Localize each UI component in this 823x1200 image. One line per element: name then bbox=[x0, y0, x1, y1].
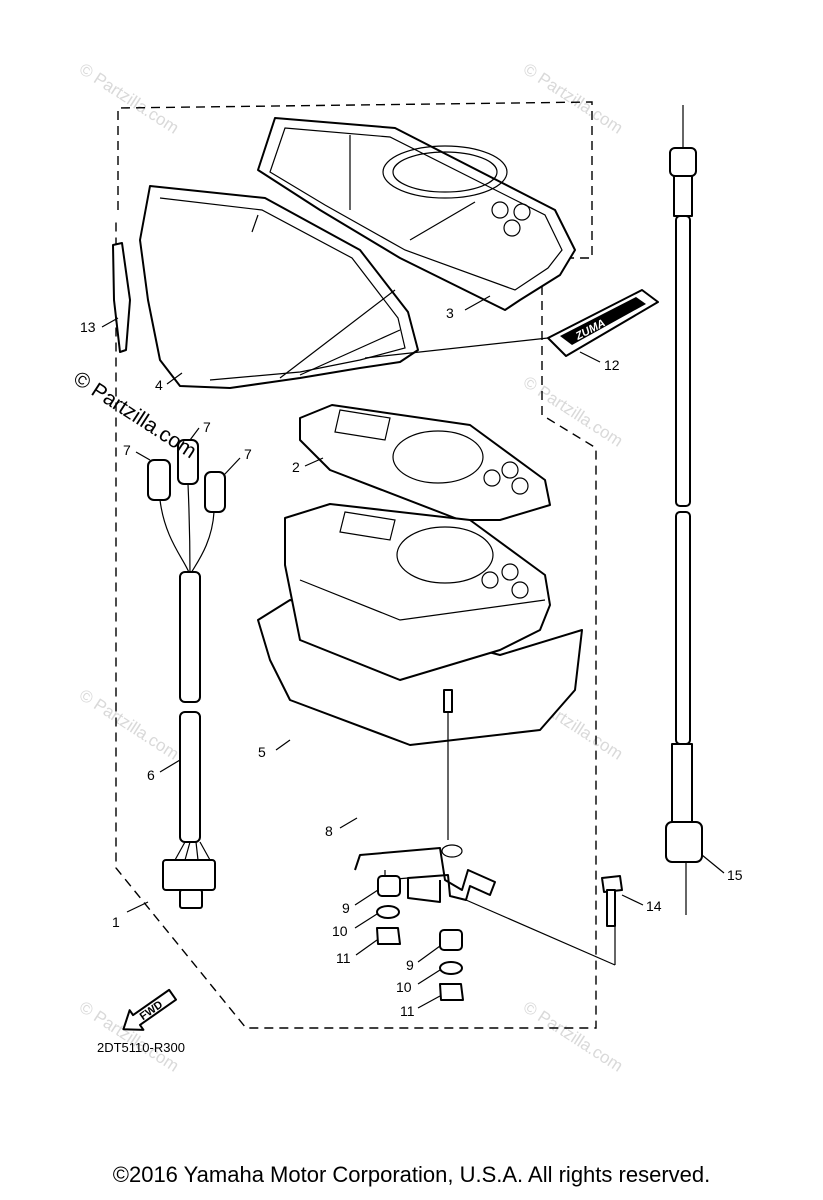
meter-cover bbox=[257, 117, 576, 311]
zuma-emblem: ZUMA bbox=[547, 289, 659, 357]
assembly-outline bbox=[115, 101, 597, 1029]
callout-7: 7 bbox=[123, 442, 131, 458]
callout-15: 15 bbox=[727, 867, 743, 883]
fastener-stack-right bbox=[439, 929, 464, 1001]
side-lens bbox=[112, 242, 131, 353]
callout-4: 4 bbox=[155, 377, 163, 393]
callout-13: 13 bbox=[80, 319, 96, 335]
callout-10: 10 bbox=[332, 923, 348, 939]
meter-bracket bbox=[354, 844, 616, 966]
front-cowl bbox=[139, 185, 549, 389]
callout-6: 6 bbox=[147, 767, 155, 783]
callout-1: 1 bbox=[112, 914, 120, 930]
callout-9: 9 bbox=[342, 900, 350, 916]
flange-bolt bbox=[601, 875, 623, 927]
callout-3: 3 bbox=[446, 305, 454, 321]
watermark: © Partzilla.com bbox=[76, 997, 182, 1075]
callout-10: 10 bbox=[396, 979, 412, 995]
callout-7: 7 bbox=[203, 419, 211, 435]
figure-code: 2DT5110-R300 bbox=[97, 1040, 185, 1055]
watermark: © Partzilla.com bbox=[520, 997, 626, 1075]
copyright-notice: ©2016 Yamaha Motor Corporation, U.S.A. A… bbox=[112, 1162, 711, 1187]
lamp-harness bbox=[147, 439, 226, 909]
callout-9: 9 bbox=[406, 957, 414, 973]
meter-panel bbox=[299, 404, 551, 521]
watermark: © Partzilla.com bbox=[76, 685, 182, 763]
callout-5: 5 bbox=[258, 744, 266, 760]
callout-8: 8 bbox=[325, 823, 333, 839]
speedometer-cable bbox=[665, 105, 703, 915]
callout-11: 11 bbox=[400, 1003, 415, 1019]
callout-14: 14 bbox=[646, 898, 662, 914]
fastener-stack-left bbox=[376, 875, 401, 945]
callout-labels: 1 2 3 4 5 6 7 7 7 8 9 9 10 10 11 11 12 1… bbox=[80, 305, 743, 1019]
meter-assembly bbox=[257, 503, 583, 840]
callout-12: 12 bbox=[604, 357, 620, 373]
watermark: © Partzilla.com bbox=[520, 59, 626, 137]
watermark: © Partzilla.com bbox=[76, 59, 182, 137]
callout-7: 7 bbox=[244, 446, 252, 462]
callout-2: 2 bbox=[292, 459, 300, 475]
leader-lines bbox=[101, 295, 725, 1009]
callout-11: 11 bbox=[336, 950, 351, 966]
watermark: © Partzilla.com bbox=[520, 372, 626, 450]
